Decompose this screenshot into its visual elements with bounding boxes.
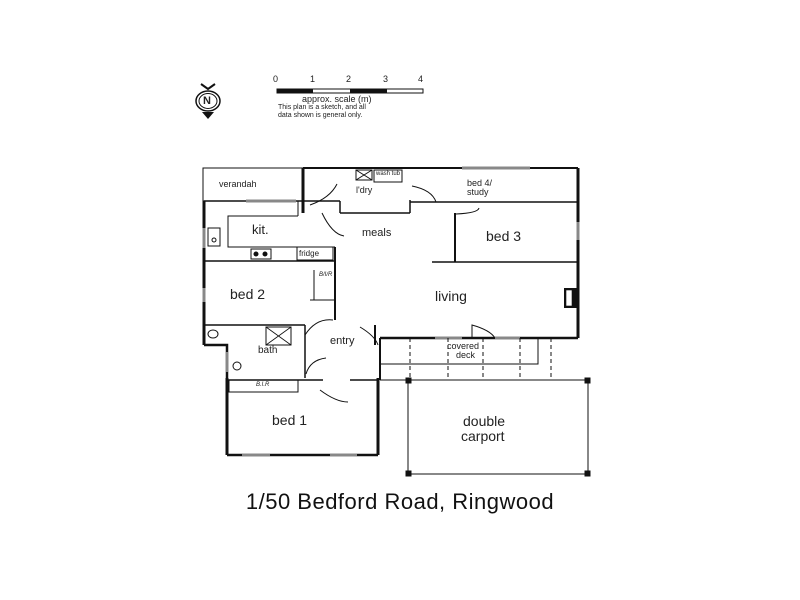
room-label-bed1: bed 1 <box>272 412 308 428</box>
room-label-verandah: verandah <box>219 179 257 189</box>
room-label-living: living <box>435 288 467 304</box>
room-label-bed4-line2: study <box>467 187 489 197</box>
carport-label-line1: double <box>463 413 506 429</box>
appliances <box>207 169 403 371</box>
scale-bar <box>276 88 424 94</box>
disclaimer-line-1: This plan is a sketch, and all <box>278 104 366 111</box>
covered-deck-label-line1: covered <box>447 341 480 351</box>
fridge-label: fridge <box>299 249 320 258</box>
compass-north-label: N <box>203 95 211 107</box>
room-label-bed4-line1: bed 4/ <box>467 178 493 188</box>
house-walls <box>202 167 580 457</box>
scale-tick-3: 3 <box>383 74 389 84</box>
scale-tick-1: 1 <box>310 74 316 84</box>
carport-outline <box>405 377 591 477</box>
door-swings <box>304 183 496 403</box>
room-label-bath: bath <box>258 345 278 356</box>
room-label-kitchen: kit. <box>252 222 269 237</box>
scale-tick-2: 2 <box>346 74 352 84</box>
disclaimer-line-2: data shown is general only. <box>278 112 363 119</box>
room-label-bed2: bed 2 <box>230 286 266 302</box>
covered-deck <box>380 338 590 381</box>
carport-label-line2: carport <box>461 428 505 444</box>
windows <box>202 166 580 457</box>
room-label-entry: entry <box>330 335 355 347</box>
scale-caption: approx. scale (m) <box>302 94 372 104</box>
bir-bed2-label: B/I/R <box>319 272 333 278</box>
room-label-meals: meals <box>362 227 392 239</box>
north-compass-icon <box>195 83 221 119</box>
covered-deck-label-line2: deck <box>456 350 476 360</box>
scale-tick-4: 4 <box>418 74 424 84</box>
bir-bed1-label: B.I.R <box>256 382 270 388</box>
scale-tick-0: 0 <box>273 74 279 84</box>
room-label-bed3: bed 3 <box>486 228 522 244</box>
wash-tub-label: wash tub <box>376 171 401 177</box>
property-address: 1/50 Bedford Road, Ringwood <box>245 489 555 514</box>
room-label-laundry: l'dry <box>356 185 373 195</box>
